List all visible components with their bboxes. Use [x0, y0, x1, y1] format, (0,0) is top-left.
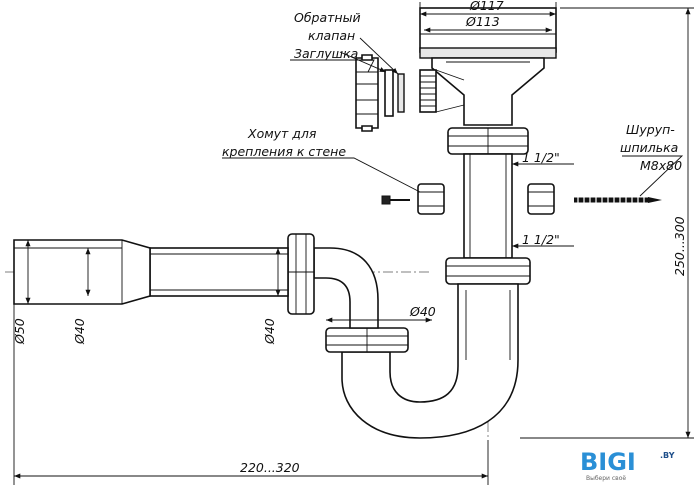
dim-d40-trap: Ø40 [409, 304, 436, 319]
check-valve [384, 69, 405, 117]
logo-suffix: .BY [660, 451, 675, 460]
check-valve-label-1: Обратный [294, 10, 361, 25]
plug-label: Заглушка [294, 46, 358, 61]
bigi-logo: BIGI .BY Выбери своё [580, 448, 675, 482]
screw-stud [574, 196, 662, 204]
outlet-elbow [313, 247, 379, 329]
screw-label-1: Шуруп- [626, 122, 675, 137]
lower-nut [445, 257, 531, 285]
dim-d113: Ø113 [465, 14, 500, 29]
dim-thread-lower: 1 1/2" [522, 232, 560, 247]
outlet-pipe [13, 239, 289, 305]
dim-length: 220...320 [240, 460, 300, 475]
wall-clamp-left [381, 183, 445, 215]
trap-nut [325, 327, 409, 353]
elbow-nut [287, 233, 315, 315]
screw-label-3: M8x80 [640, 158, 682, 173]
vertical-tube [463, 153, 513, 259]
dimension-lines [13, 2, 694, 485]
wall-clamp-label-2: крепления к стене [222, 144, 346, 159]
logo-text: BIGI [580, 448, 636, 476]
dim-d40-elbow: Ø40 [262, 318, 277, 345]
dim-height: 250...300 [672, 216, 687, 276]
dim-thread-upper: 1 1/2" [522, 150, 560, 165]
wall-clamp-label-1: Хомут для [247, 126, 317, 141]
trap-body [341, 283, 519, 439]
dim-d117: Ø117 [469, 0, 504, 13]
leader-lines [222, 37, 684, 197]
check-valve-label-2: клапан [308, 28, 355, 43]
dim-d50: Ø50 [12, 318, 27, 345]
screw-label-2: шпилька [620, 140, 678, 155]
upper-nut [447, 127, 529, 155]
wall-clamp-right [527, 183, 555, 215]
drain-strainer [419, 7, 557, 126]
logo-tagline: Выбери своё [586, 475, 626, 482]
dim-d40-tube: Ø40 [72, 318, 87, 345]
plug-cap [355, 54, 379, 132]
